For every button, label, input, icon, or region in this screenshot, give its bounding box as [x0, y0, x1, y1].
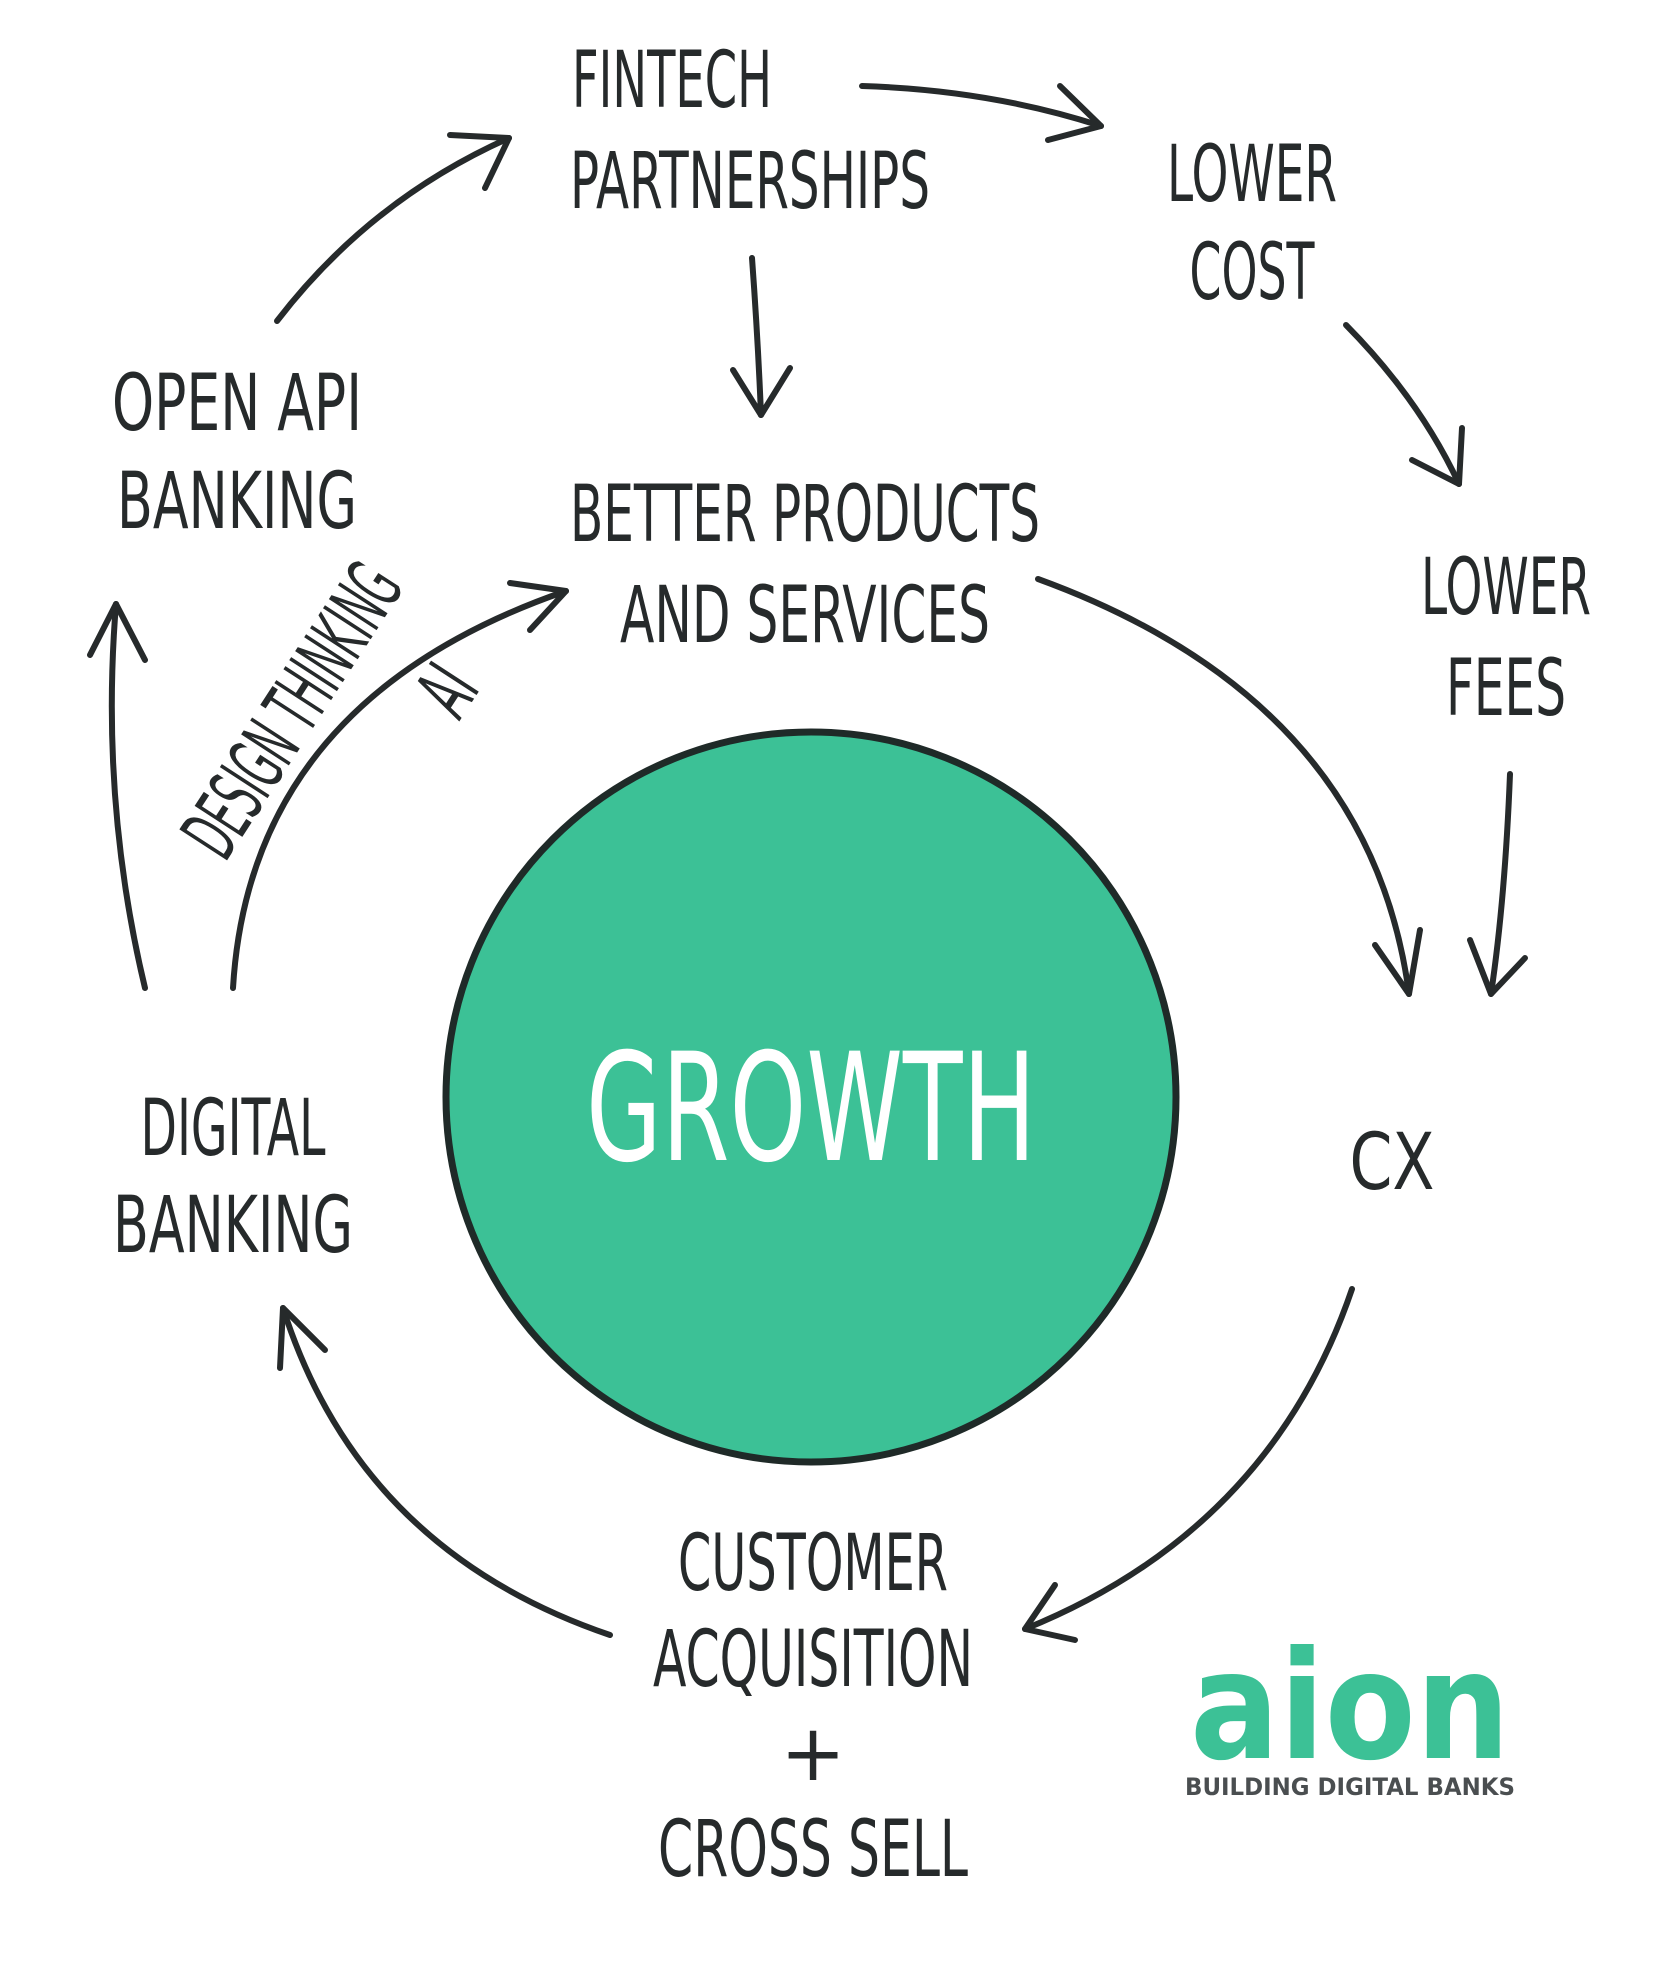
aion-logo-tagline: BUILDING DIGITAL BANKS — [1185, 1773, 1515, 1801]
annotation-design-thinking: DESIGN THINKING AI — [166, 548, 497, 874]
label-line: BANKING — [117, 457, 357, 547]
node-cx: CX — [1350, 1118, 1435, 1208]
arrow-lowerfees-to-cx — [1467, 771, 1528, 997]
arrow-cx-to-customer — [1022, 1286, 1355, 1643]
node-digital-banking: DIGITAL BANKING — [113, 1084, 353, 1271]
label-line: OPEN API — [112, 359, 362, 449]
arrow-lowercost-to-lowerfees — [1343, 322, 1465, 487]
label-line: FINTECH — [572, 36, 772, 126]
label-line: PARTNERSHIPS — [570, 137, 930, 227]
label-line: CUSTOMER — [678, 1519, 948, 1609]
node-lower-cost: LOWER COST — [1167, 130, 1337, 318]
node-lower-fees: LOWER FEES — [1421, 543, 1591, 734]
node-fintech-partnerships: FINTECH PARTNERSHIPS — [570, 36, 930, 227]
label-line: DIGITAL — [141, 1084, 326, 1174]
label-line: BETTER PRODUCTS — [570, 470, 1040, 560]
node-open-api-banking: OPEN API BANKING — [112, 359, 362, 547]
arrow-digital-to-openapi — [87, 601, 148, 991]
growth-circle — [442, 728, 1180, 1466]
label-line: LOWER — [1167, 130, 1337, 220]
node-better-products: BETTER PRODUCTS AND SERVICES — [570, 470, 1040, 661]
label-line: BANKING — [113, 1181, 353, 1271]
growth-label: GROWTH — [586, 1022, 1036, 1196]
arrow-better-to-cx — [1035, 576, 1423, 997]
arrow-digital-to-better — [230, 580, 569, 991]
arrow-customer-to-digital — [277, 1305, 613, 1638]
label-line: AND SERVICES — [620, 571, 990, 661]
label-line: ACQUISITION — [653, 1615, 973, 1705]
label-line: + — [780, 1709, 845, 1799]
label-line: FEES — [1446, 644, 1566, 734]
aion-logo-wordmark: aion — [1190, 1620, 1510, 1794]
label-line: DESIGN THINKING — [166, 548, 421, 874]
arrow-openapi-to-fintech — [274, 132, 512, 324]
label-line: COST — [1190, 228, 1315, 318]
arrow-fintech-to-lowercost — [859, 83, 1104, 143]
aion-logo: aion BUILDING DIGITAL BANKS — [1185, 1620, 1515, 1801]
label-line: CROSS SELL — [658, 1805, 968, 1895]
node-customer-acquisition: CUSTOMER ACQUISITION + CROSS SELL — [653, 1519, 973, 1895]
label-line: LOWER — [1421, 543, 1591, 633]
arrow-fintech-to-better — [730, 255, 793, 418]
